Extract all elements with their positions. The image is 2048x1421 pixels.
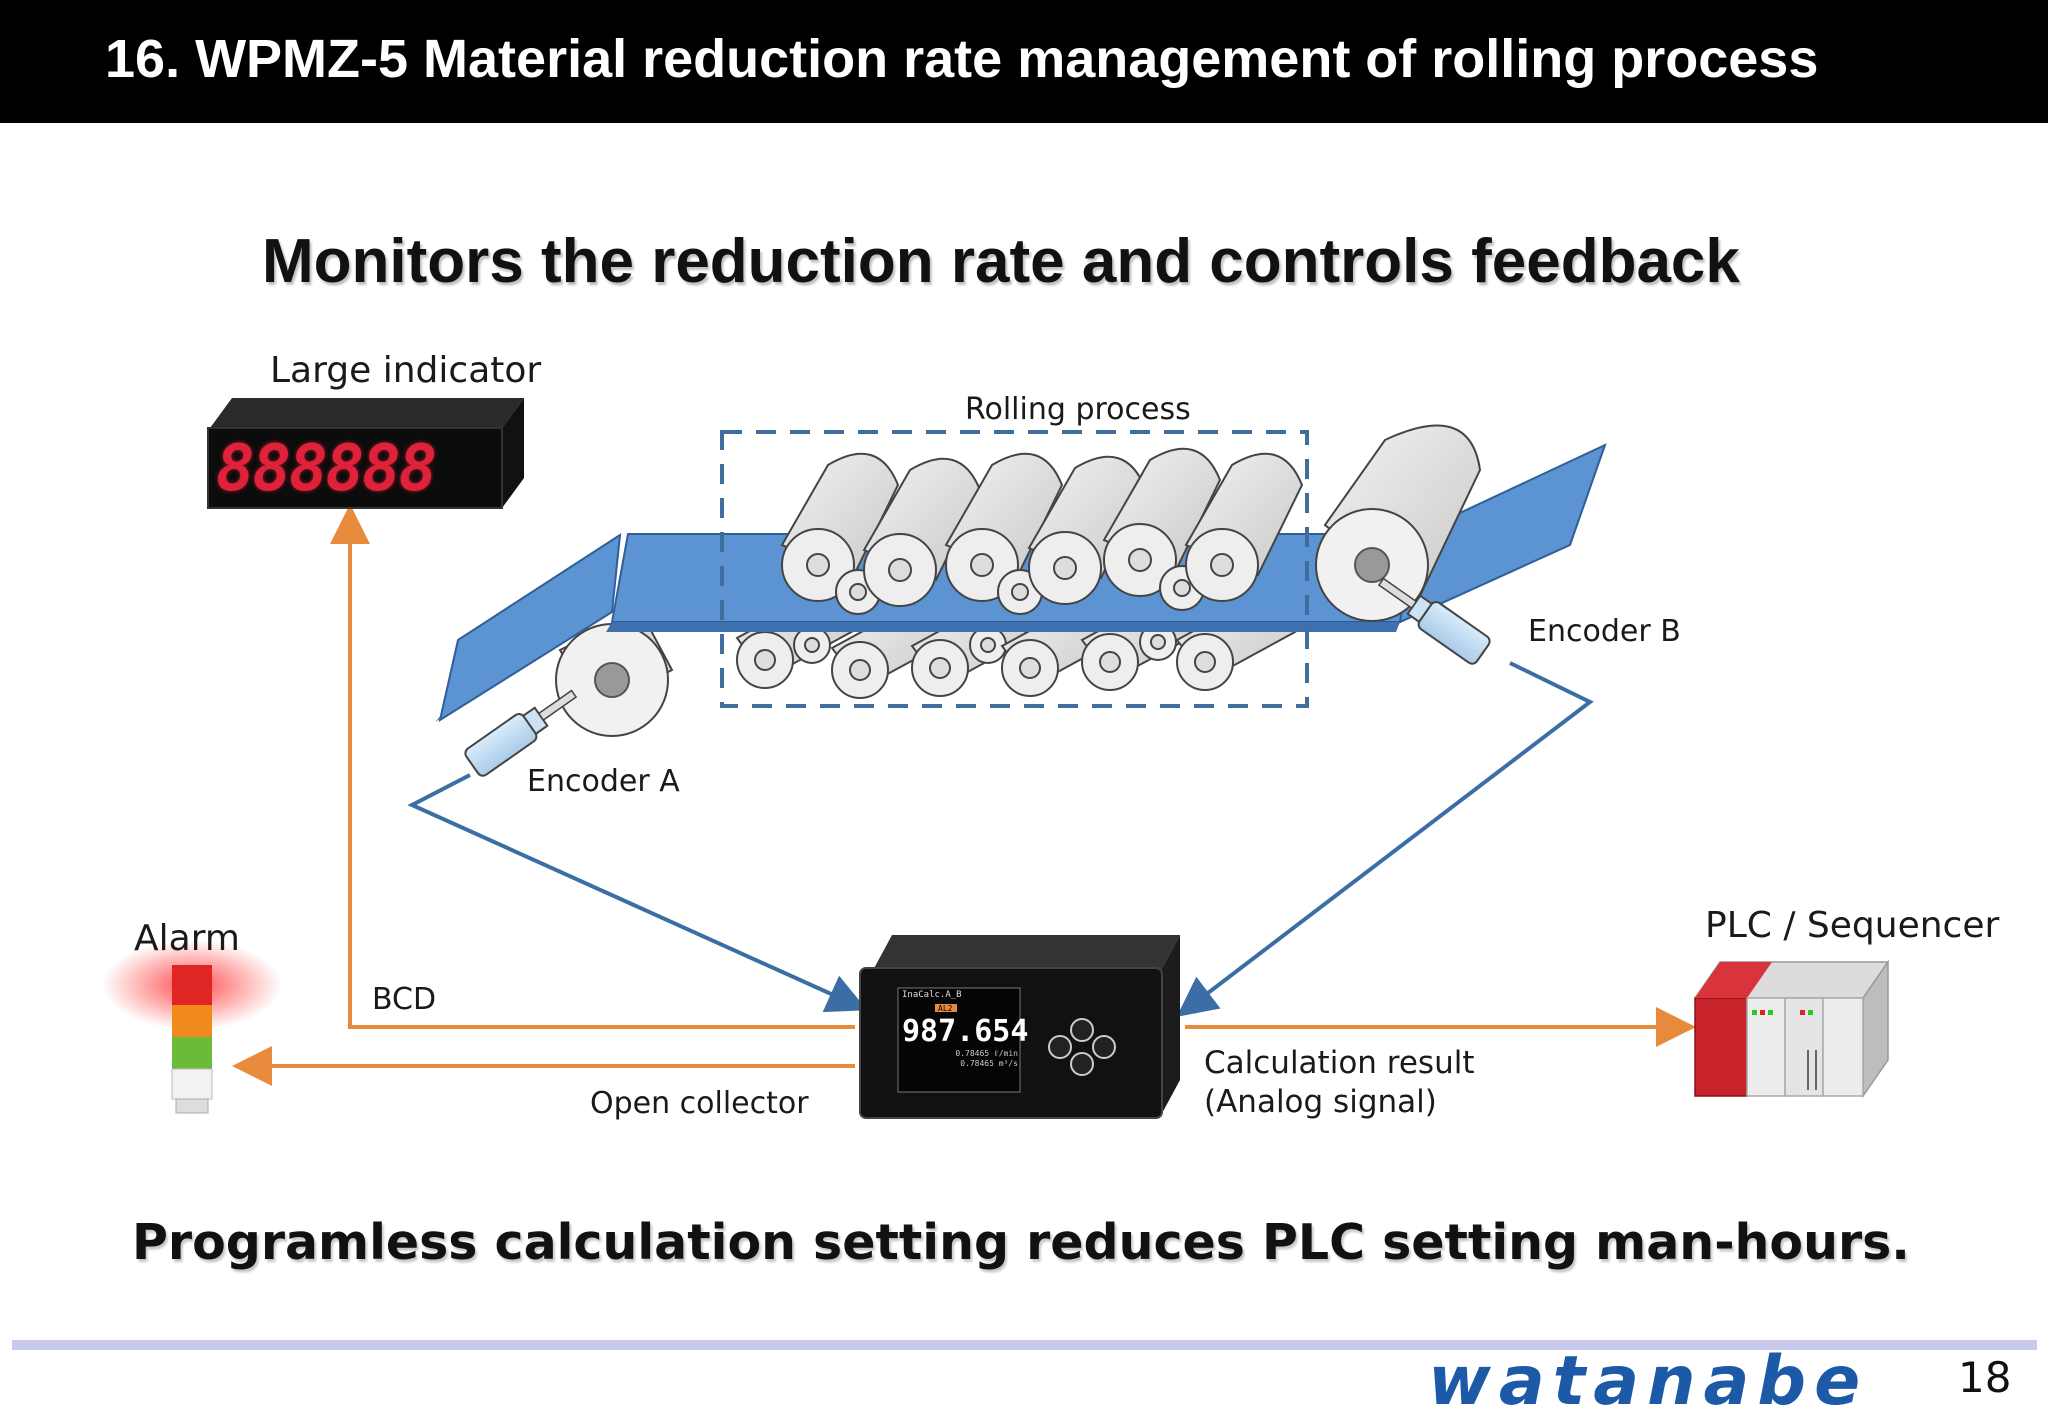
device-sub2: 0.78465 m³/s (960, 1059, 1018, 1068)
alarm-tower-icon (102, 940, 282, 1114)
rolling-process-box (720, 430, 1309, 708)
label-rolling-process: Rolling process (965, 392, 1191, 427)
upper-rolls (780, 447, 1304, 615)
label-calculation-result: Calculation result (Analog signal) (1204, 1044, 1475, 1122)
tagline: Programless calculation setting reduces … (132, 1214, 1910, 1271)
device-value: 987.654 (902, 1014, 1029, 1049)
large-indicator-icon (207, 398, 524, 509)
device-sub1: 0.78465 ℓ/min (955, 1049, 1018, 1058)
label-open-collector: Open collector (590, 1086, 809, 1121)
encoder-b-signal-line (1176, 661, 1594, 1017)
indicator-digits: 888888 (216, 432, 437, 506)
encoder-a-signal-line (407, 773, 868, 1013)
label-plc-sequencer: PLC / Sequencer (1705, 905, 2000, 946)
encoder-b-icon (1377, 577, 1491, 665)
label-bcd: BCD (372, 982, 437, 1017)
encoder-a-icon (464, 689, 578, 777)
label-encoder-a: Encoder A (527, 764, 680, 799)
footer-divider (12, 1340, 2037, 1350)
label-calculation-result-line2: (Analog signal) (1204, 1084, 1437, 1120)
device-tag: AL2 (938, 1004, 953, 1013)
label-large-indicator: Large indicator (270, 350, 542, 391)
label-calculation-result-line1: Calculation result (1204, 1045, 1475, 1081)
device-screen: InaCalc.A_B AL2 987.654 0.78465 ℓ/min 0.… (902, 990, 1029, 1068)
page-number: 18 (1958, 1353, 2012, 1402)
watanabe-logo: watanabe (1428, 1342, 1869, 1421)
bcd-signal-line (330, 504, 855, 1029)
wpmz5-device-icon (859, 935, 1180, 1119)
lower-rolls (735, 588, 1297, 699)
slide-title: 16. WPMZ-5 Material reduction rate manag… (105, 29, 1819, 89)
label-alarm: Alarm (134, 918, 240, 959)
device-header: InaCalc.A_B (902, 990, 962, 1000)
label-encoder-b: Encoder B (1528, 614, 1681, 649)
plc-sequencer-icon (1693, 959, 1890, 1099)
feed-roll-a (555, 608, 674, 737)
title-bar: 16. WPMZ-5 Material reduction rate manag… (0, 0, 2048, 123)
headline: Monitors the reduction rate and controls… (262, 227, 1740, 296)
